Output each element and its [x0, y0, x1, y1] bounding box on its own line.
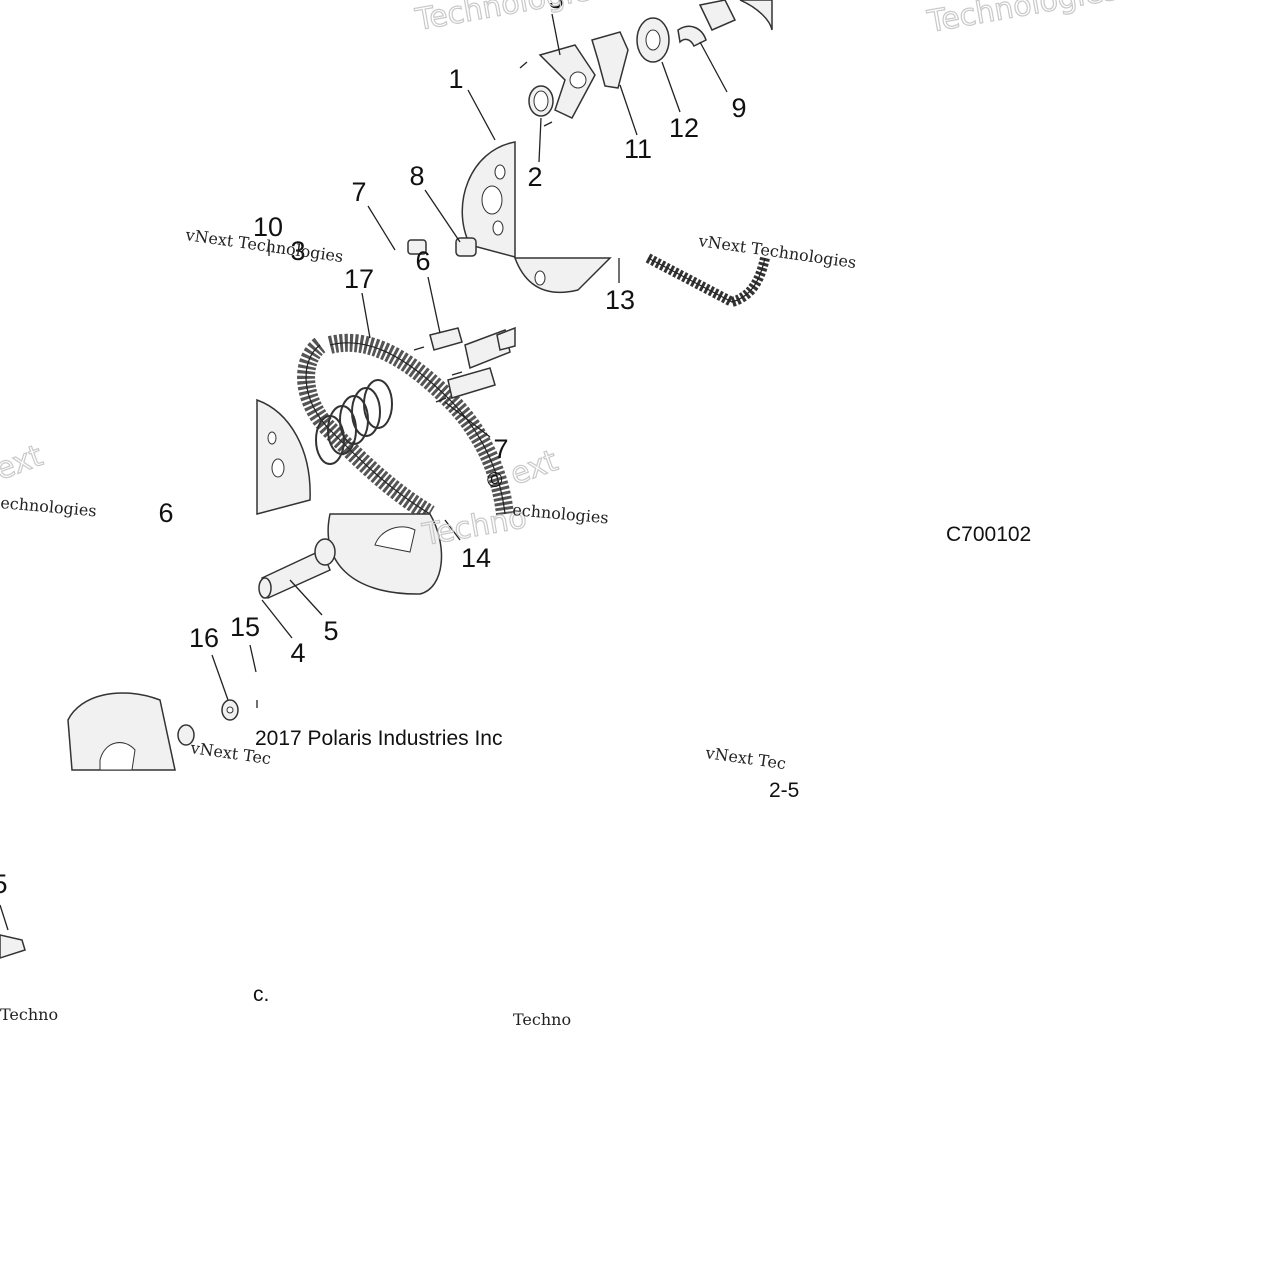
copyright-text: 2017 Polaris Industries Inc: [255, 727, 502, 750]
callout-labels: 1 2 3 4 5 6 7 8 9 10 11 12 13 14 15 16 1…: [0, 0, 747, 899]
copyright-tail: c.: [253, 983, 269, 1006]
callout-13: 13: [605, 285, 635, 315]
belt-spring-tile: [256, 276, 516, 522]
watermark-ext-1: ext: [0, 438, 48, 487]
callout-6b: 6: [158, 498, 173, 528]
callout-6: 6: [415, 246, 430, 276]
callout-11: 11: [624, 134, 652, 164]
callout-9: 9: [731, 93, 746, 123]
callout-10: 10: [253, 212, 283, 242]
belt-right-tile: [513, 253, 770, 308]
callout-7b: 7: [493, 434, 508, 464]
sheave-top-tile: [268, 0, 773, 258]
page-number: 2-5: [769, 779, 799, 802]
callout-2b: 2: [532, 0, 547, 1]
figure-code: C700102: [946, 523, 1031, 546]
callout-3: 3: [548, 0, 563, 14]
callout-15: 15: [230, 612, 260, 642]
callout-8: 8: [409, 161, 424, 191]
callout-4: 4: [290, 638, 305, 668]
callout-17: 17: [344, 264, 374, 294]
watermark-ext-2: ext: [506, 443, 563, 492]
callout-3b: 3: [290, 236, 305, 266]
callout-7: 7: [351, 177, 366, 207]
callout-14: 14: [461, 543, 491, 573]
left-edge-fragments: [0, 904, 26, 959]
watermark-echno-3: Techno: [0, 1005, 58, 1024]
watermark-vnext-2: vNext Technologies: [696, 231, 857, 272]
callout-12: 12: [669, 113, 699, 143]
callout-2: 2: [527, 162, 542, 192]
watermark-techno-2: Technologies: [924, 0, 1121, 40]
callout-5b: 5: [0, 869, 8, 899]
watermark-echno-4: Techno: [513, 1010, 571, 1029]
watermark-vnext-4: vNext Tec: [703, 743, 787, 773]
watermark-techno-1: Technologies: [412, 0, 609, 38]
watermark-echno-1: echnologies: [0, 493, 97, 520]
callout-16: 16: [189, 623, 219, 653]
copyright-symbol: ©: [487, 469, 503, 492]
callout-5: 5: [323, 616, 338, 646]
lower-parts-tile: [67, 513, 461, 771]
callout-1: 1: [448, 64, 463, 94]
